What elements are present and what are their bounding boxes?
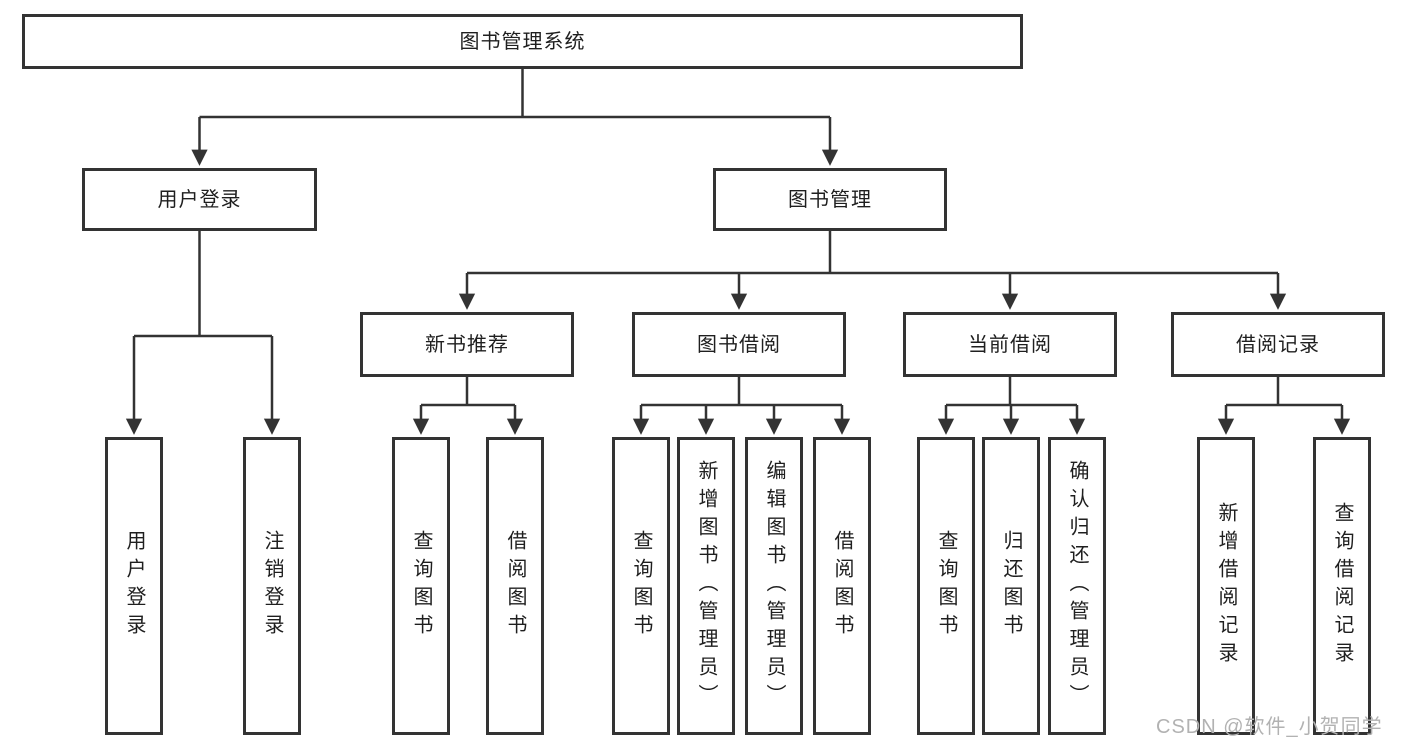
node-new-book-recommend: 新书推荐 <box>360 312 574 377</box>
connector-user-login-branch <box>125 231 281 435</box>
node-borrow-records: 借阅记录 <box>1171 312 1385 377</box>
connector-root-to-level2 <box>191 69 839 166</box>
leaf-query-books-recommend: 查询图书 <box>392 437 450 735</box>
node-book-management: 图书管理 <box>713 168 947 231</box>
leaf-borrow-books: 借阅图书 <box>813 437 871 735</box>
node-user-login: 用户登录 <box>82 168 317 231</box>
node-book-borrow: 图书借阅 <box>632 312 846 377</box>
csdn-watermark: CSDN @软件_小贺同学 <box>1156 716 1383 738</box>
leaf-logout: 注销登录 <box>243 437 301 735</box>
connector-book-management-branch <box>458 231 1287 310</box>
connector-current-borrow-branch <box>937 377 1086 435</box>
leaf-borrow-books-recommend: 借阅图书 <box>486 437 544 735</box>
leaf-return-books: 归还图书 <box>982 437 1040 735</box>
leaf-edit-books-admin: 编辑图书（管理员） <box>745 437 803 735</box>
connector-book-borrow-branch <box>632 377 851 435</box>
leaf-confirm-return-admin: 确认归还（管理员） <box>1048 437 1106 735</box>
node-book-management-system: 图书管理系统 <box>22 14 1023 69</box>
leaf-user-login: 用户登录 <box>105 437 163 735</box>
leaf-add-books-admin: 新增图书（管理员） <box>677 437 735 735</box>
node-current-borrow: 当前借阅 <box>903 312 1117 377</box>
connector-new-book-recommend-branch <box>412 377 524 435</box>
connector-borrow-records-branch <box>1217 377 1351 435</box>
leaf-query-books-borrow: 查询图书 <box>612 437 670 735</box>
leaf-query-books-current: 查询图书 <box>917 437 975 735</box>
leaf-query-borrow-record: 查询借阅记录 <box>1313 437 1371 735</box>
leaf-add-borrow-record: 新增借阅记录 <box>1197 437 1255 735</box>
